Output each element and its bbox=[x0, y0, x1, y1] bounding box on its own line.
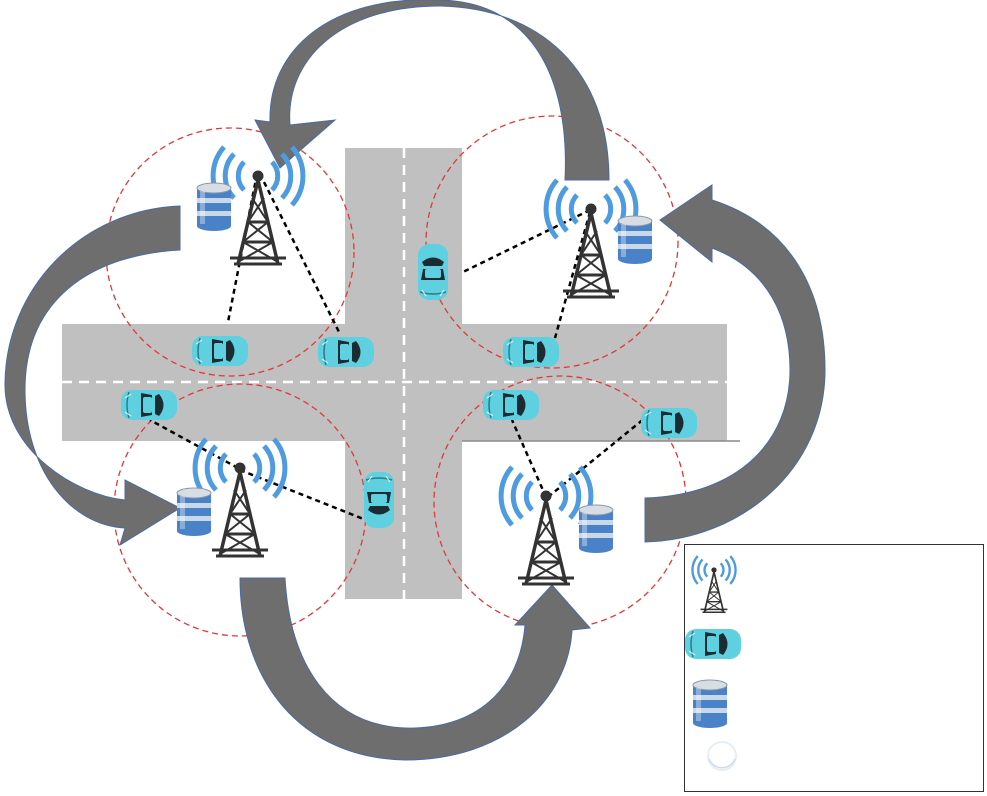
coverage-circle-top-left bbox=[105, 127, 355, 377]
cell-tower-icon bbox=[501, 467, 591, 584]
database-icon bbox=[578, 504, 614, 554]
car-icon bbox=[417, 243, 449, 301]
coverage-circle-top-right bbox=[425, 115, 679, 369]
car-icon bbox=[191, 335, 249, 367]
car-icon bbox=[120, 389, 178, 421]
legend-car-icon bbox=[684, 628, 742, 660]
road-intersection bbox=[62, 148, 740, 599]
migration-arrows bbox=[4, 0, 826, 761]
link-bl-1 bbox=[149, 418, 239, 470]
link-tr-2 bbox=[553, 211, 592, 339]
car-icon bbox=[502, 336, 560, 368]
link-tr-1 bbox=[462, 208, 591, 274]
car-icon bbox=[363, 471, 395, 529]
legend-icons bbox=[684, 554, 742, 771]
legend-cell-tower-icon bbox=[691, 554, 737, 614]
car-icon bbox=[482, 389, 540, 421]
legend-database-icon bbox=[692, 679, 728, 729]
database-icon bbox=[617, 215, 653, 265]
migration-arrow-right bbox=[644, 184, 826, 543]
legend bbox=[684, 544, 984, 792]
migration-arrow-bottom bbox=[239, 577, 592, 761]
migration-arrow-top bbox=[254, 0, 610, 181]
car-icon bbox=[317, 336, 375, 368]
database-icon bbox=[196, 182, 232, 232]
legend-coverage-circle-icon bbox=[707, 741, 737, 771]
link-tl-2 bbox=[258, 173, 342, 335]
car-icon bbox=[640, 407, 698, 439]
database-icon bbox=[176, 487, 212, 537]
link-bl-2 bbox=[239, 468, 367, 522]
